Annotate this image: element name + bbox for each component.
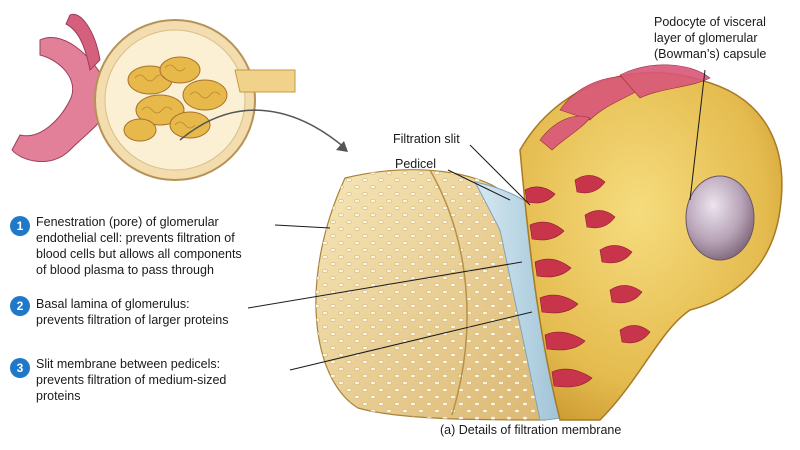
figure-caption: (a) Details of filtration membrane bbox=[440, 423, 622, 437]
afferent-arteriole bbox=[11, 36, 113, 163]
filtration-slits bbox=[524, 175, 651, 388]
podocyte bbox=[519, 64, 783, 421]
leader-podocyte bbox=[689, 69, 706, 201]
podocyte-label: Podocyte of visceral layer of glomerular… bbox=[654, 14, 766, 62]
description-line: prevents filtration of larger proteins bbox=[36, 313, 229, 327]
number-badge: 3 bbox=[10, 358, 30, 378]
slit-membrane-description: Slit membrane between pedicels: prevents… bbox=[36, 356, 226, 404]
description-line: Slit membrane between pedicels: bbox=[36, 357, 221, 371]
leader-filtration-slit bbox=[469, 144, 531, 206]
description-line: proteins bbox=[36, 389, 81, 403]
description-line: of blood plasma to pass through bbox=[36, 263, 214, 277]
description-line: Fenestration (pore) of glomerular bbox=[36, 215, 219, 229]
proximal-tubule bbox=[234, 69, 296, 93]
fenestration-description: Fenestration (pore) of glomerular endoth… bbox=[36, 214, 242, 278]
basal-lamina-description: Basal lamina of glomerulus: prevents fil… bbox=[36, 296, 228, 328]
description-line: prevents filtration of medium-sized bbox=[36, 373, 227, 387]
description-line: endothelial cell: prevents filtration of bbox=[36, 231, 235, 245]
efferent-arteriole bbox=[65, 13, 101, 72]
leader-slit-membrane bbox=[289, 311, 533, 371]
podocyte-label-line: layer of glomerular bbox=[654, 31, 758, 45]
podocyte-nucleus bbox=[685, 175, 755, 261]
description-line: blood cells but allows all components bbox=[36, 247, 242, 261]
description-line: Basal lamina of glomerulus: bbox=[36, 297, 190, 311]
leader-fenestration bbox=[274, 224, 331, 229]
zoom-arrow-head bbox=[336, 141, 348, 152]
filtration-slit-label: Filtration slit bbox=[393, 132, 460, 146]
endothelial-cell-border bbox=[429, 169, 468, 416]
tuft-texture bbox=[134, 64, 221, 129]
podocyte-label-line: Podocyte of visceral bbox=[654, 15, 766, 29]
leader-pedicel bbox=[447, 169, 511, 201]
glomerulus-overview bbox=[11, 13, 296, 181]
leader-basal-lamina bbox=[247, 261, 523, 309]
number-badge: 2 bbox=[10, 296, 30, 316]
podocyte-label-line: (Bowman’s) capsule bbox=[654, 47, 767, 61]
capillary-tuft bbox=[123, 56, 228, 142]
leader-lines bbox=[247, 69, 706, 371]
upper-processes bbox=[539, 64, 711, 151]
capillary-segment bbox=[315, 169, 586, 421]
pedicel-label: Pedicel bbox=[395, 157, 436, 171]
number-badge: 1 bbox=[10, 216, 30, 236]
zoom-arrow bbox=[179, 109, 346, 149]
endothelial-fenestrations bbox=[315, 169, 545, 420]
